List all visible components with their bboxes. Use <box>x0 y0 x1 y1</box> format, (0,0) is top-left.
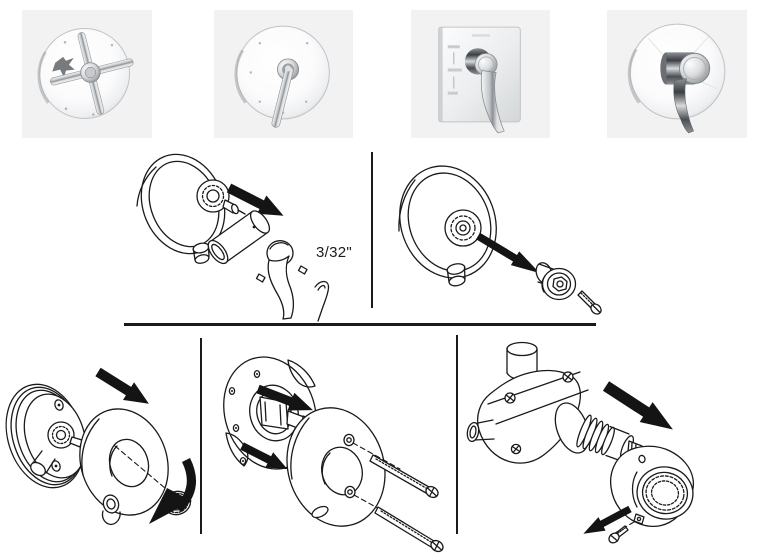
lever-handle <box>673 78 694 134</box>
product-photo-cylinder-lever-trim <box>607 10 747 138</box>
divider-horizontal <box>124 323 596 326</box>
set-screws <box>255 265 308 283</box>
divider-bottom-left-vertical <box>200 338 202 534</box>
valve-with-sleeve <box>5 383 96 489</box>
hex-key-size-label: 3/32" <box>316 244 353 261</box>
handle-sleeve <box>207 210 271 265</box>
mounting-screw-2 <box>374 506 444 553</box>
diagram-remove-handle-sleeve <box>55 150 375 322</box>
adapter-knob <box>535 262 577 301</box>
arrow-right-down <box>92 363 155 413</box>
adapter-screw <box>577 290 602 315</box>
diverter-knob <box>446 263 466 287</box>
divider-bottom-right-vertical <box>456 335 458 534</box>
diagram-remove-valve-cap <box>460 336 758 558</box>
valve-cap <box>609 445 695 527</box>
screw-guide-1 <box>352 442 401 470</box>
cylinder-hub <box>660 52 711 85</box>
diagram-remove-adapter-knob <box>385 152 620 320</box>
product-photo-square-trim <box>411 10 550 138</box>
divider-middle-vertical <box>371 152 373 308</box>
hex-key <box>314 280 330 322</box>
alignment-axis <box>114 445 185 505</box>
lever-handle <box>480 70 505 134</box>
diagram-mount-plate-screws <box>208 345 454 558</box>
rotation-arrow <box>149 457 196 524</box>
arrow-left-down <box>579 502 634 541</box>
handle-reflection <box>52 56 75 78</box>
trim-plate <box>438 26 521 123</box>
diagram-unscrew-sleeve-nut <box>2 342 198 556</box>
valve-stem-hub <box>444 209 482 247</box>
product-photo-lever-handle-trim <box>214 10 353 138</box>
mounting-screw-1 <box>369 454 439 499</box>
trim-plate-with-hole <box>79 408 169 526</box>
product-photo-cross-handle-trim <box>22 10 152 138</box>
cap-screw <box>608 525 629 544</box>
lever-handle-part <box>266 240 295 320</box>
rough-in-valve-body <box>466 341 589 464</box>
valve-stem-hub <box>196 179 246 215</box>
diverter-knob <box>192 242 210 264</box>
mounting-plate <box>286 407 386 527</box>
